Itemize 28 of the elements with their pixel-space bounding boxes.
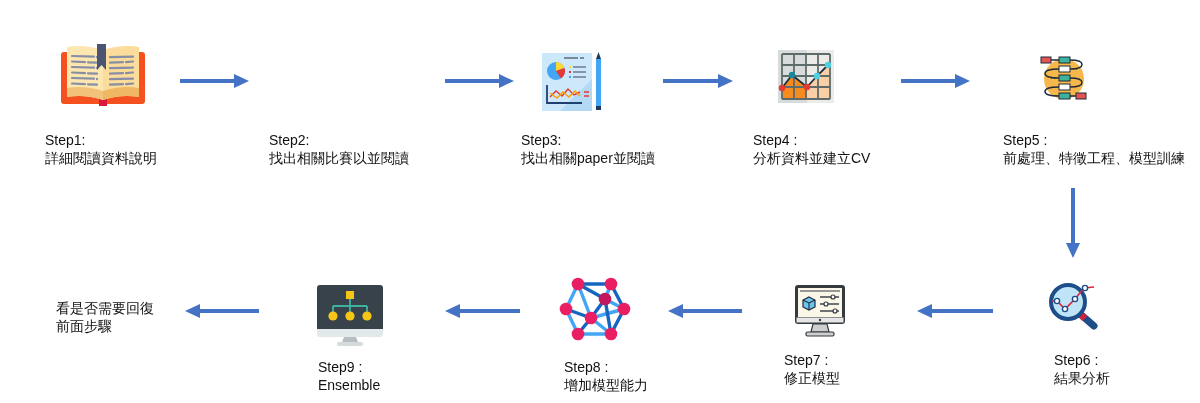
step-label: Step3: bbox=[521, 131, 562, 149]
step-description: Ensemble bbox=[318, 376, 381, 394]
arrow bbox=[917, 304, 993, 318]
arrow bbox=[1066, 188, 1080, 258]
step-label: Step4 : bbox=[753, 131, 798, 149]
arrow bbox=[445, 74, 514, 88]
step-label: Step9 : bbox=[318, 358, 363, 376]
arrow bbox=[663, 74, 733, 88]
step-label: Step1: bbox=[45, 131, 86, 149]
step-description: 詳細閱讀資料說明 bbox=[45, 149, 157, 167]
step-description: 增加模型能力 bbox=[564, 376, 648, 394]
step-label: Step6 : bbox=[1054, 351, 1099, 369]
step-label: Step8 : bbox=[564, 358, 609, 376]
arrow bbox=[180, 74, 249, 88]
step-description: 找出相關paper並閱讀 bbox=[521, 149, 655, 167]
note-text: 看是否需要回復前面步驟 bbox=[56, 299, 155, 335]
step-description: 分析資料並建立CV bbox=[753, 149, 871, 167]
step-description: 修正模型 bbox=[784, 369, 840, 387]
arrow bbox=[668, 304, 742, 318]
step-description: 前處理、特徵工程、模型訓練 bbox=[1003, 149, 1185, 167]
arrow bbox=[901, 74, 970, 88]
step-label: Step7 : bbox=[784, 351, 829, 369]
arrow bbox=[185, 304, 259, 318]
step-description: 結果分析 bbox=[1054, 369, 1110, 387]
step-label: Step5 : bbox=[1003, 131, 1048, 149]
step-description: 找出相關比賽以並閱讀 bbox=[269, 149, 409, 167]
arrow bbox=[445, 304, 520, 318]
step-label: Step2: bbox=[269, 131, 310, 149]
